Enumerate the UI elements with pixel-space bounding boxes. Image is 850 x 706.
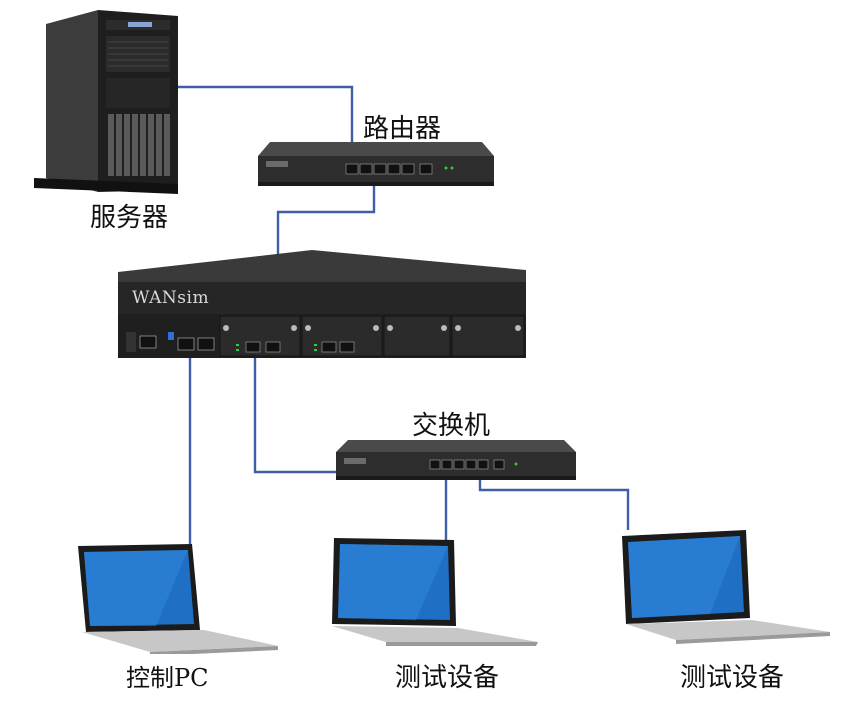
test-device-1-label: 测试设备 bbox=[395, 663, 500, 693]
tower-server-icon bbox=[34, 10, 178, 194]
laptop-test-device-1-icon bbox=[332, 538, 538, 646]
switch-icon bbox=[336, 440, 576, 480]
laptop-test-device-2-icon bbox=[622, 530, 830, 644]
server-label: 服务器 bbox=[90, 203, 169, 233]
router-icon bbox=[258, 142, 494, 186]
laptop-control-pc-icon bbox=[78, 544, 278, 654]
control-pc-label: 控制PC bbox=[126, 664, 209, 692]
chassis-brand-label: WANsim bbox=[132, 288, 210, 308]
network-emulator-chassis-icon bbox=[118, 250, 526, 358]
network-emulator-chassis: WANsim bbox=[112, 248, 536, 364]
router-label: 路由器 bbox=[363, 114, 442, 144]
test-device-2-label: 测试设备 bbox=[680, 663, 785, 693]
switch-label: 交换机 bbox=[412, 411, 491, 441]
